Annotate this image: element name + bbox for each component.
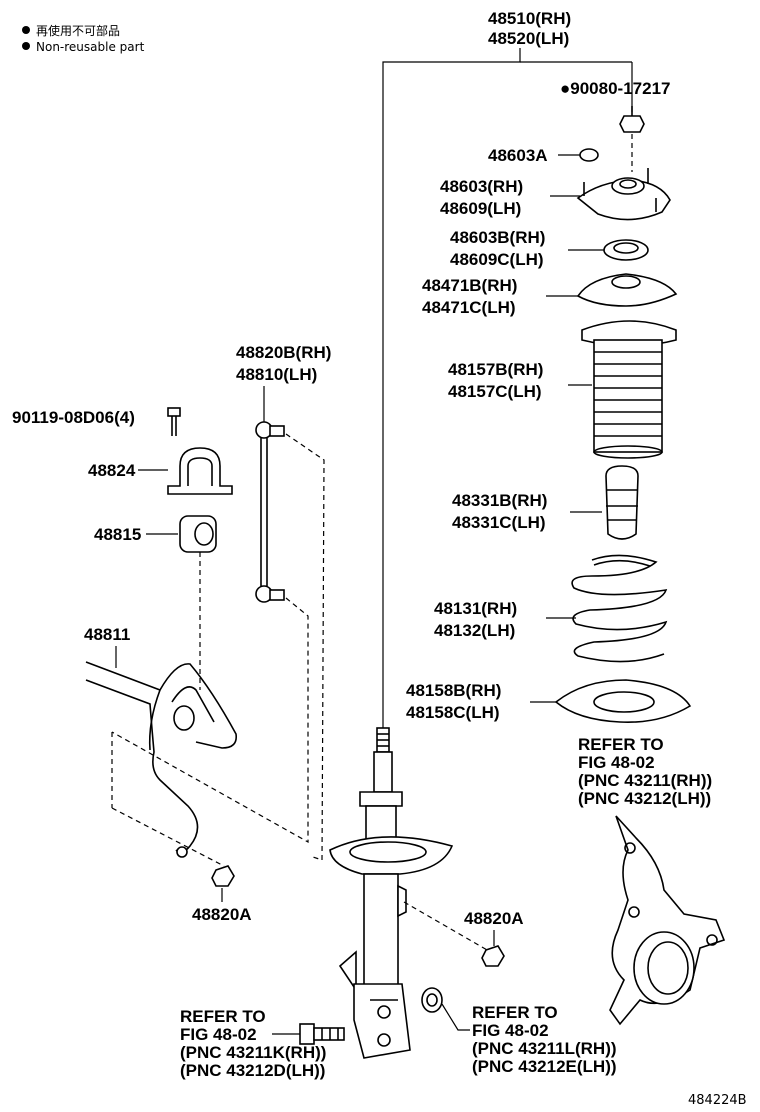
legend-en-text: Non-reusable part: [36, 40, 145, 54]
ref-knuckle-line2[interactable]: FIG 48-02: [578, 753, 655, 772]
stabilizer-bushing-part: [179, 515, 217, 553]
label-seat-lower-rh[interactable]: 48158B(RH): [406, 681, 501, 700]
dashed-guide: [111, 807, 225, 867]
ref-nut-line2[interactable]: FIG 48-02: [472, 1021, 549, 1040]
link-nut-left-part: [211, 865, 235, 887]
strut-assembly-leader: [382, 48, 521, 728]
steering-knuckle-part: [609, 815, 726, 1026]
label-strut-rh[interactable]: 48510(RH): [488, 9, 571, 28]
legend-bullet-icon: [22, 26, 30, 34]
stabilizer-link-part: [255, 421, 285, 603]
drawing-id: 484224B: [688, 1093, 747, 1108]
ref-knuckle-line4: (PNC 43212(LH)): [578, 789, 711, 808]
label-cap[interactable]: 48603A: [488, 146, 548, 165]
bump-stopper-part: [605, 465, 639, 540]
ref-nut-line4: (PNC 43212E(LH)): [472, 1057, 617, 1076]
ref-bolt-line3: (PNC 43211K(RH)): [180, 1043, 326, 1062]
label-spring-rh[interactable]: 48131(RH): [434, 599, 517, 618]
label-seat-lower-lh[interactable]: 48158C(LH): [406, 703, 500, 722]
shock-absorber-part: [329, 727, 454, 1059]
ref-knuckle-line3: (PNC 43211(RH)): [578, 771, 712, 790]
top-nut-part: [619, 106, 645, 133]
legend-bullet-icon: [22, 42, 30, 50]
strut-mount-part: [576, 168, 671, 221]
dust-boot-part: [581, 320, 677, 459]
ref-nut-line3: (PNC 43211L(RH)): [472, 1039, 617, 1058]
label-bracket[interactable]: 48824: [88, 461, 136, 480]
label-bumper-rh[interactable]: 48331B(RH): [452, 491, 547, 510]
label-bearing-rh[interactable]: 48603B(RH): [450, 228, 545, 247]
ref-bolt-line1: REFER TO: [180, 1007, 266, 1026]
coil-spring-part: [571, 554, 668, 663]
ref-bolt-line4: (PNC 43212D(LH)): [180, 1061, 325, 1080]
dashed-guide: [111, 597, 309, 844]
dashed-guide: [285, 433, 325, 861]
label-bearing-lh[interactable]: 48609C(LH): [450, 250, 544, 269]
label-nut-top[interactable]: ●90080-17217: [560, 79, 670, 98]
label-boot-rh[interactable]: 48157B(RH): [448, 360, 543, 379]
label-mount-lh[interactable]: 48609(LH): [440, 199, 521, 218]
link-nut-right-part: [481, 945, 505, 967]
ref-bolt-line2[interactable]: FIG 48-02: [180, 1025, 257, 1044]
strut-bolt-part: [299, 1023, 345, 1045]
strut-nut-part: [421, 987, 443, 1013]
upper-spring-seat-part: [576, 273, 678, 307]
lower-spring-seat-part: [554, 679, 692, 723]
label-link-lh[interactable]: 48810(LH): [236, 365, 317, 384]
label-seat-upper-lh[interactable]: 48471C(LH): [422, 298, 516, 317]
ref-nut-leader: [441, 1003, 470, 1031]
bushing-bracket-part: [167, 447, 233, 495]
ref-knuckle-line1: REFER TO: [578, 735, 664, 754]
label-bolt[interactable]: 90119-08D06(4): [12, 408, 135, 427]
bracket-bolt-part: [167, 407, 181, 436]
bearing-part: [603, 239, 649, 261]
label-spring-lh[interactable]: 48132(LH): [434, 621, 515, 640]
label-nut-left[interactable]: 48820A: [192, 905, 252, 924]
stabilizer-bar-part: [85, 661, 238, 858]
label-link-rh[interactable]: 48820B(RH): [236, 343, 331, 362]
label-strut-lh[interactable]: 48520(LH): [488, 29, 569, 48]
legend-cn-text: 再使用不可部品: [36, 23, 120, 38]
label-mount-rh[interactable]: 48603(RH): [440, 177, 523, 196]
label-boot-lh[interactable]: 48157C(LH): [448, 382, 542, 401]
label-seat-upper-rh[interactable]: 48471B(RH): [422, 276, 517, 295]
label-stabilizer[interactable]: 48811: [84, 625, 130, 644]
label-nut-right[interactable]: 48820A: [464, 909, 524, 928]
cap-part: [579, 148, 599, 162]
ref-nut-line1: REFER TO: [472, 1003, 558, 1022]
label-bumper-lh[interactable]: 48331C(LH): [452, 513, 546, 532]
label-bushing[interactable]: 48815: [94, 525, 141, 544]
